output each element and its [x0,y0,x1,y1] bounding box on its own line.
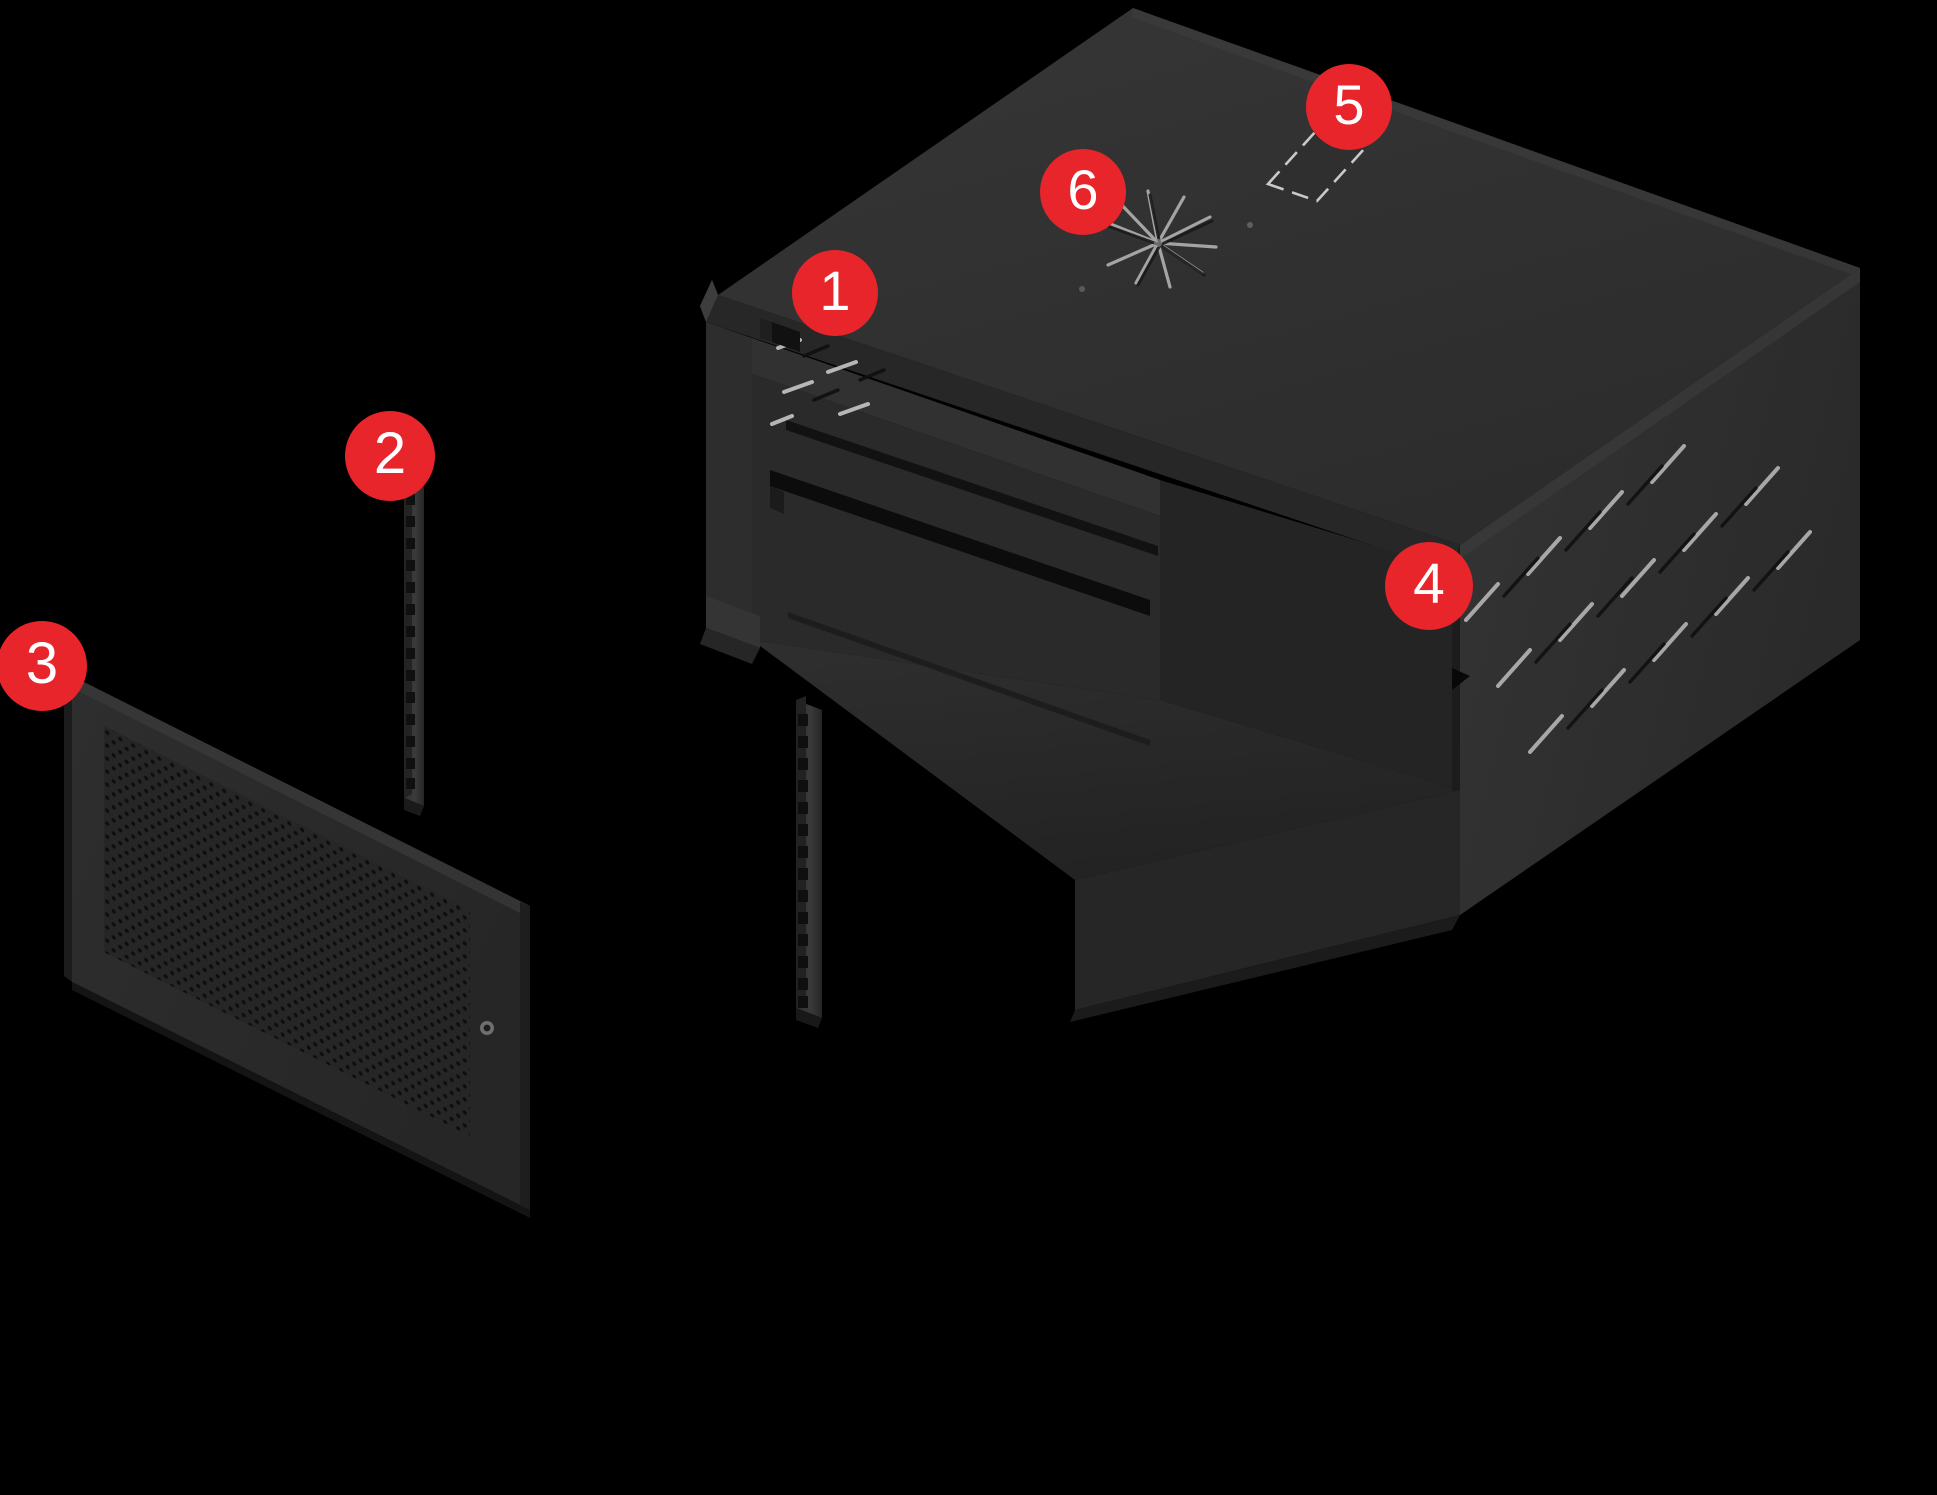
enclosure-interior [752,420,1460,880]
top-fan-mount-cutout [1069,189,1253,292]
enclosure-base-rail [700,596,760,664]
callout-badge-3-label: 3 [25,631,59,696]
callout-badge-4[interactable]: 4 [1385,542,1473,630]
callout-badge-6[interactable]: 6 [1040,149,1126,235]
vertical-mounting-rail-right[interactable] [796,696,822,1028]
side-panel-vent-slots [1464,444,1812,754]
callout-badge-5[interactable]: 5 [1306,64,1392,150]
vertical-mounting-rail-left[interactable] [404,474,424,816]
callout-badge-4-label: 4 [1413,551,1445,616]
callout-badge-1[interactable]: 1 [792,250,878,336]
enclosure-bottom-edge [1070,790,1460,1022]
callout-badge-2[interactable]: 2 [345,411,435,501]
top-panel [700,8,1860,572]
perforated-front-door[interactable] [64,672,530,1218]
main-enclosure-body[interactable] [700,8,1860,1022]
callout-badge-6-label: 6 [1067,158,1099,221]
callout-badge-1-label: 1 [819,259,851,322]
front-frame-vent-slots [760,318,886,426]
callout-badge-3[interactable]: 3 [0,621,87,711]
callout-badge-5-label: 5 [1333,73,1365,136]
callout-badge-2-label: 2 [373,421,407,486]
